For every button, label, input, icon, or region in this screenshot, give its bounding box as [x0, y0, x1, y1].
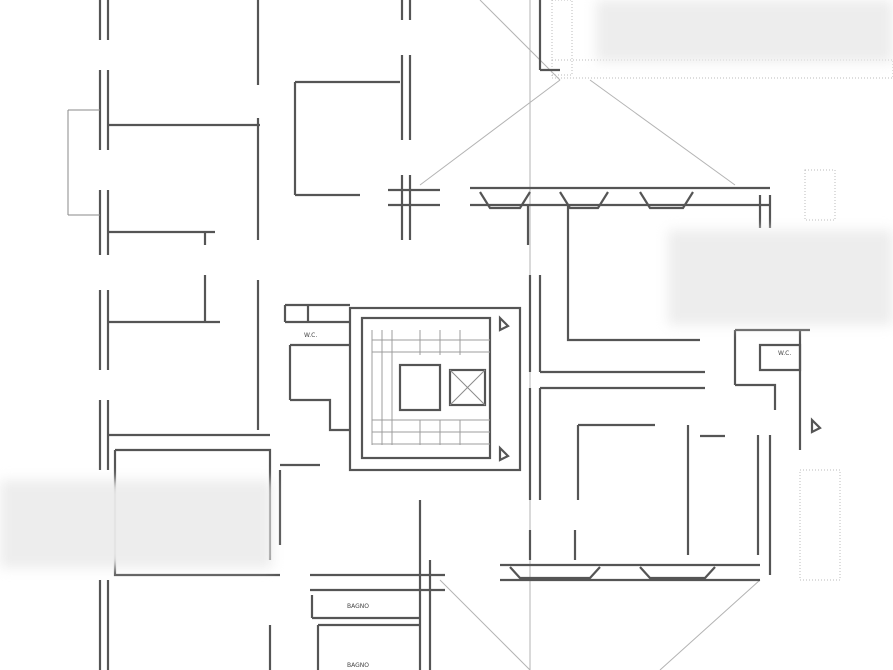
upper-corridor: [470, 0, 772, 245]
construction-lines: [419, 0, 761, 670]
left-facade-walls: [67, 0, 270, 670]
right-upper-room: [528, 245, 705, 390]
bagno-label-1: BAGNO: [347, 603, 369, 610]
redaction-mid-right: [668, 230, 893, 325]
wc-left-label: W.C.: [304, 332, 317, 339]
right-lower-room: [528, 388, 772, 575]
wc-left-room: [283, 303, 350, 432]
wc-right-room: [733, 328, 822, 450]
bagno-rooms: [268, 595, 420, 670]
bagno-label-2: BAGNO: [347, 662, 369, 669]
stair-core: [348, 306, 522, 472]
redaction-bottom-left: [0, 480, 272, 568]
upper-rooms: [293, 0, 440, 240]
lower-corridor: [278, 463, 760, 670]
wc-right-label: W.C.: [778, 350, 791, 357]
redaction-top-right: [596, 0, 893, 62]
